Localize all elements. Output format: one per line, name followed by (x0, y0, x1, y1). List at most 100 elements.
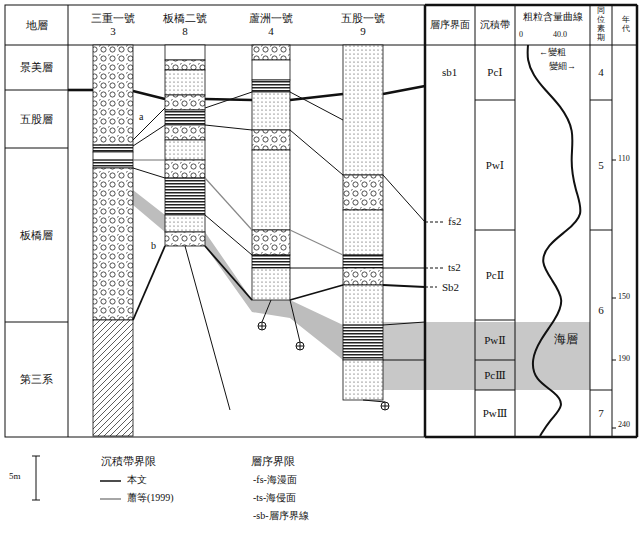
lithology-bed (93, 320, 133, 436)
age-tick: 240 (617, 421, 631, 430)
cell-text: PwⅠ (486, 159, 504, 172)
table-rule (590, 230, 612, 231)
column-heading: 年代 (622, 16, 630, 34)
correlation-line (290, 92, 343, 120)
formation-cell: 第三系 (5, 322, 68, 436)
cell-text: 三重一號 (91, 12, 135, 25)
legend-line-sample (100, 480, 121, 482)
table-rule (636, 5, 639, 437)
stage-cell: 6 (590, 230, 612, 390)
correlation-line (383, 322, 425, 325)
axis-tick: 40.0 (552, 31, 568, 40)
lithology-bed (252, 255, 290, 268)
lithology-bed (165, 178, 205, 215)
correlation-line (68, 89, 93, 92)
table-rule (475, 360, 515, 361)
formation-cell: 板橋層 (5, 148, 68, 322)
table-rule (590, 5, 591, 437)
age-tick: 150 (617, 293, 631, 302)
lithology-bed (343, 325, 383, 360)
lithology-bed (165, 45, 205, 60)
sequence-surface: fs2 (447, 215, 462, 227)
table-rule (475, 5, 476, 437)
lithology-bed (252, 268, 290, 300)
facies-cell: PwⅡ (475, 320, 515, 360)
cell-text: 層序界面 (430, 19, 470, 31)
lithology-bed (252, 92, 290, 130)
lithology-bed (93, 152, 133, 160)
cell-text: 景美層 (20, 61, 53, 74)
lithology-bed (343, 45, 383, 175)
header-cell: 粗粒含量曲線 (515, 5, 590, 29)
correlation-line (383, 360, 425, 361)
table-rule (5, 90, 68, 91)
header-cell: 年代 (612, 5, 639, 45)
surface-leader (425, 222, 443, 223)
correlation-line (383, 175, 425, 222)
sample-markers (258, 300, 389, 410)
lithology-bed (343, 360, 383, 400)
correlation-line (133, 168, 165, 178)
facies-cell: PcⅠ (475, 45, 515, 100)
marker-symbol (258, 322, 266, 330)
table-rule (612, 360, 616, 361)
lithology-bed (93, 45, 133, 145)
lithology-bed (165, 60, 205, 70)
table-rule (425, 436, 637, 439)
well-header: 三重一號3 (85, 5, 141, 45)
marker-stem (363, 400, 385, 402)
cell-text: 5 (598, 159, 604, 172)
facies-cell: PwⅢ (475, 390, 515, 437)
surface-leader (425, 268, 443, 269)
facies-cell: PcⅡ (475, 230, 515, 320)
table-rule (612, 160, 616, 161)
legend-item: -sb-層序界線 (252, 510, 310, 521)
lithology-bed (252, 80, 290, 92)
scale-label: 5m (8, 472, 22, 482)
marine-band (383, 322, 590, 390)
cell-text: 9 (360, 25, 366, 38)
header-cell: 地層 (5, 5, 68, 45)
correlation-line (383, 86, 425, 94)
stage-cell: 7 (590, 390, 612, 437)
lithology-bed (165, 215, 205, 232)
lithology-bed (252, 45, 290, 60)
facies-cell: PcⅢ (475, 360, 515, 390)
lithology-bed (93, 160, 133, 168)
sequence-surface: Sb2 (441, 281, 460, 293)
correlation-line (133, 125, 165, 146)
header-cell: 沉積帶 (475, 5, 515, 45)
table-rule (5, 148, 68, 149)
well-logs (93, 45, 383, 436)
table-rule (68, 5, 69, 437)
cell-text: 6 (598, 304, 604, 317)
lithology-bed (252, 60, 290, 80)
trend-arrow: ←變粗 (538, 48, 567, 58)
legend-heading: 沉積帶界限 (100, 455, 157, 467)
lithology-bed (252, 230, 290, 255)
grain-size-curve (528, 45, 581, 436)
lithology-bed (343, 255, 383, 268)
sequence-surface: sb1 (441, 66, 458, 78)
correlation-line (205, 246, 252, 300)
marker-stem (290, 300, 300, 342)
marine-label: 海層 (553, 333, 579, 346)
axis-tick: 0 (518, 31, 524, 40)
lithology-bed (165, 160, 205, 178)
cell-text: PwⅢ (483, 407, 508, 420)
marker-stem (262, 300, 271, 322)
table-rule (612, 5, 613, 437)
correlation-line (290, 268, 343, 269)
well-header: 板橋二號8 (157, 5, 213, 45)
scale-bar (32, 456, 40, 500)
cell-text: 7 (598, 407, 604, 420)
formation-cell: 景美層 (5, 45, 68, 90)
column-heading: 同位素期 (597, 7, 605, 42)
cell-text: PcⅡ (486, 269, 504, 282)
lithology-bed (343, 210, 383, 255)
correlation-line (383, 268, 425, 269)
lithology-bed (343, 268, 383, 285)
cell-text: 地層 (26, 19, 48, 32)
correlation-line (290, 285, 343, 300)
correlation-line (185, 246, 230, 410)
